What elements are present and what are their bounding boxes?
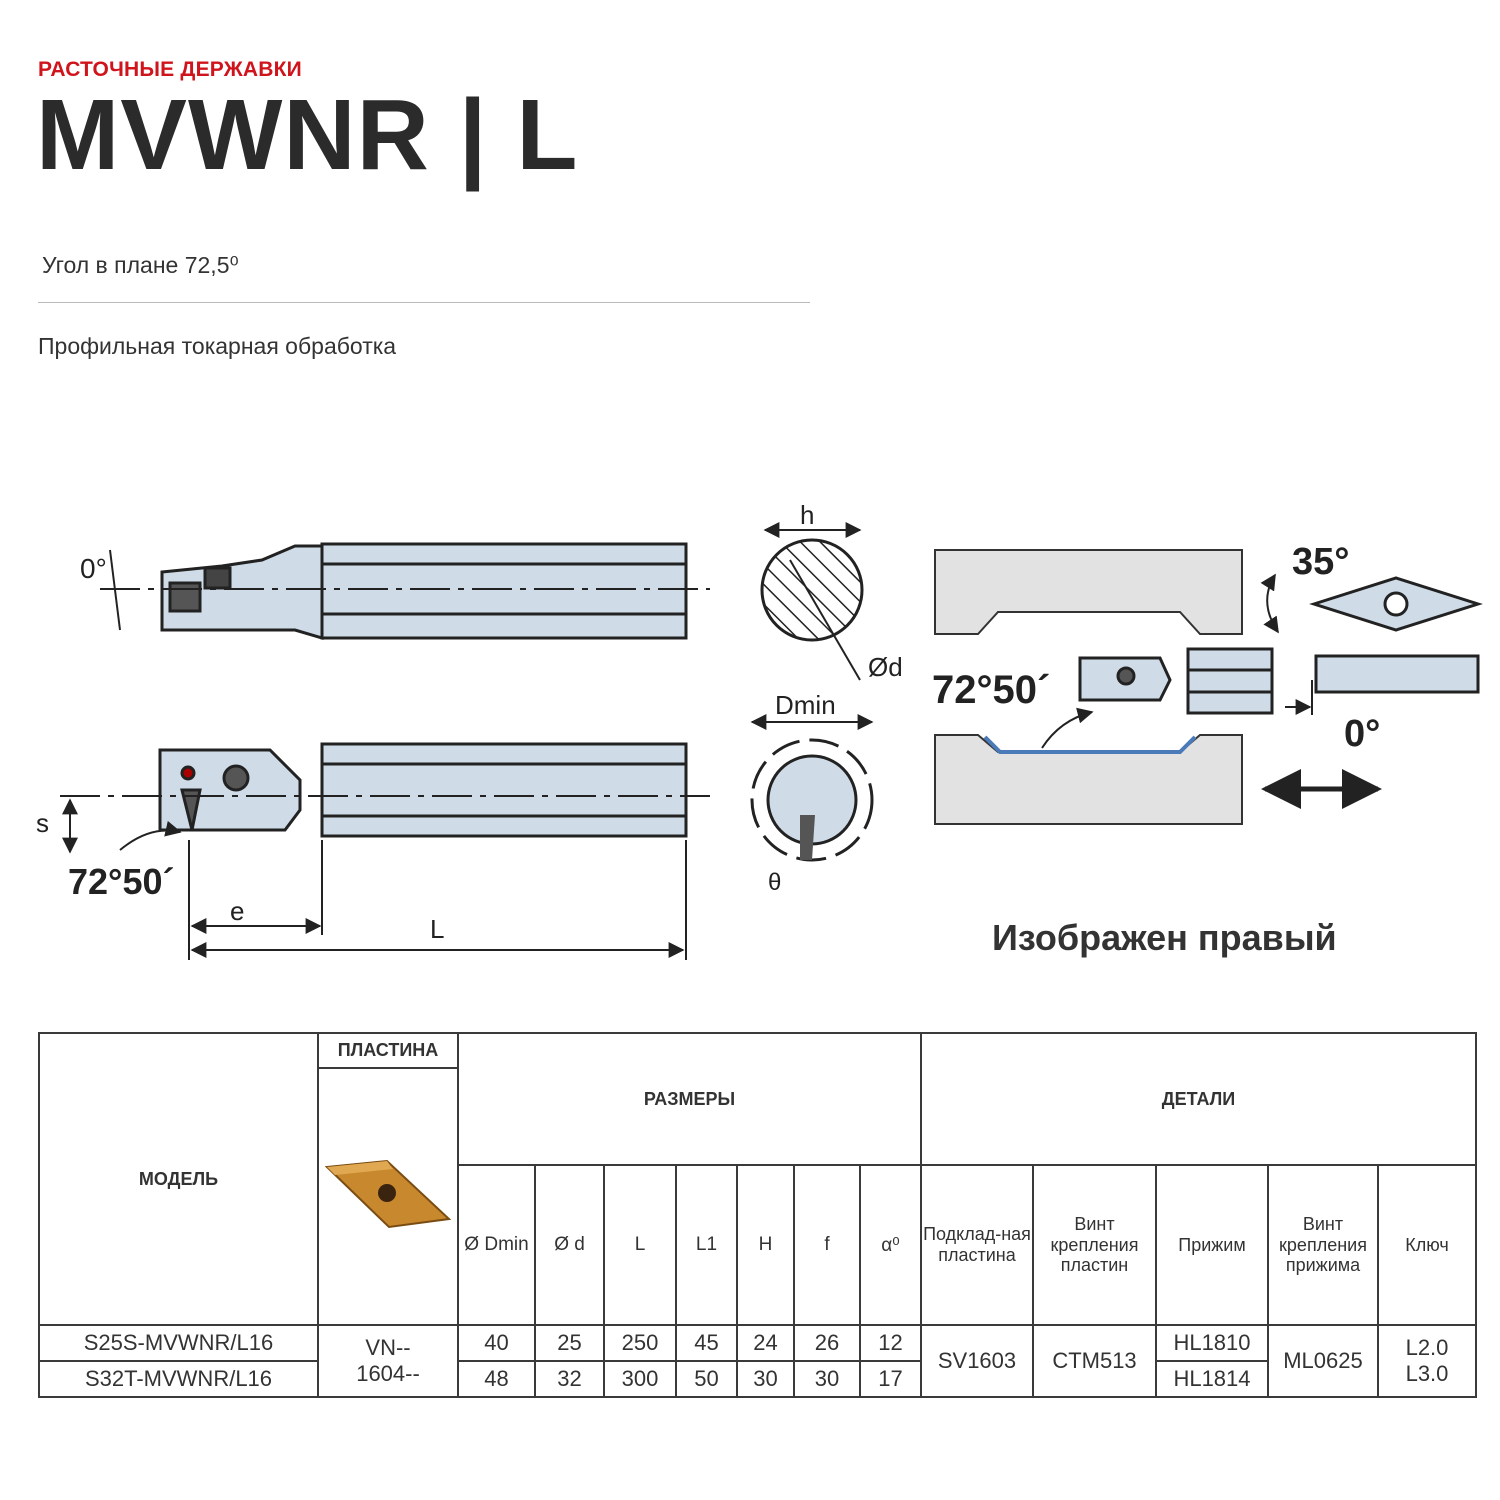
- row-1-key: L2.0: [1405, 1335, 1449, 1360]
- insert-angle-label: 35°: [1292, 541, 1349, 583]
- insert-code-2: 1604--: [356, 1361, 420, 1386]
- cross-section: [760, 538, 864, 642]
- d-label: Ød: [868, 652, 903, 682]
- row-1-L: 250: [603, 1324, 677, 1362]
- row-2-L1: 50: [675, 1360, 738, 1398]
- rake-angle-label: 0°: [1344, 713, 1380, 755]
- tool-top-view: [160, 542, 688, 641]
- insert-screw-value: CTM513: [1032, 1324, 1157, 1398]
- insert-header: ПЛАСТИНА: [317, 1032, 459, 1069]
- shim-value: SV1603: [920, 1324, 1034, 1398]
- category-label: РАСТОЧНЫЕ ДЕРЖАВКИ: [38, 58, 302, 81]
- row-1-d: 25: [534, 1324, 605, 1362]
- angle-arc-2: [1041, 707, 1094, 749]
- row-2-L: 300: [603, 1360, 677, 1398]
- technical-drawing: 0° s 72°50´ e L h Ød Dmin θ 72°50´: [36, 500, 1483, 960]
- spec-table: МОДЕЛЬ ПЛАСТИНА РАЗМЕРЫ ДЕТАЛИ Ø Dmin Ø …: [38, 1032, 1477, 1398]
- row-2-clamp: HL1814: [1155, 1360, 1269, 1398]
- insert-angle-arc: [1260, 573, 1279, 634]
- col-L1: L1: [675, 1164, 738, 1326]
- model-header: МОДЕЛЬ: [38, 1032, 319, 1326]
- insert-image-cell: [317, 1067, 459, 1326]
- s-label: s: [36, 808, 49, 838]
- e-label: e: [230, 896, 244, 926]
- insert-image: [324, 1159, 452, 1228]
- row-2-key: L3.0: [1405, 1361, 1449, 1386]
- row-1-clamp: HL1810: [1155, 1324, 1269, 1362]
- insert-angle-2-label: 72°50´: [932, 668, 1050, 712]
- details-header: ДЕТАЛИ: [920, 1032, 1477, 1166]
- main-angle-label: 72°50´: [68, 861, 174, 902]
- insert-hole: [1383, 591, 1409, 617]
- L-label: L: [430, 914, 444, 944]
- insert-profile: [800, 815, 815, 860]
- page-title: MVWNR | L: [36, 79, 579, 191]
- tool-in-bore: [1078, 647, 1274, 715]
- col-clamp-screw: Винт крепления прижима: [1267, 1164, 1379, 1326]
- row-1-f: 26: [793, 1324, 861, 1362]
- insert-side: [1314, 654, 1480, 694]
- row-2-alpha: 17: [859, 1360, 922, 1398]
- row-1-H: 24: [736, 1324, 795, 1362]
- row-2-dmin: 48: [457, 1360, 536, 1398]
- profile-path: [983, 735, 1197, 754]
- dmin-label: Dmin: [775, 690, 836, 720]
- tool-side-view: [158, 742, 688, 838]
- theta-label: θ: [768, 869, 781, 896]
- row-2-H: 30: [736, 1360, 795, 1398]
- row-1-dmin: 40: [457, 1324, 536, 1362]
- workpiece-top: [934, 549, 1243, 635]
- col-key: Ключ: [1377, 1164, 1477, 1326]
- d-leader: [789, 559, 861, 681]
- row-1-alpha: 12: [859, 1324, 922, 1362]
- row-2-d: 32: [534, 1360, 605, 1398]
- col-dmin: Ø Dmin: [457, 1164, 536, 1326]
- col-d: Ø d: [534, 1164, 605, 1326]
- approach-angle-text: Угол в плане 72,5⁰: [42, 252, 239, 278]
- workpiece-bottom: [934, 734, 1243, 825]
- drawing-caption: Изображен правый: [992, 917, 1337, 958]
- divider: [38, 302, 810, 303]
- top-angle-label: 0°: [80, 553, 107, 584]
- dimensions-header: РАЗМЕРЫ: [457, 1032, 922, 1166]
- row-1-L1: 45: [675, 1324, 738, 1362]
- col-insert-screw: Винт крепления пластин: [1032, 1164, 1157, 1326]
- col-f: f: [793, 1164, 861, 1326]
- col-L: L: [603, 1164, 677, 1326]
- col-shim: Подклад-ная пластина: [920, 1164, 1034, 1326]
- col-H: H: [736, 1164, 795, 1326]
- insert-code: VN--1604--: [317, 1324, 459, 1398]
- row-1-model: S25S-MVWNR/L16: [38, 1324, 319, 1362]
- angle-arc: [119, 820, 182, 851]
- angle-line: [109, 549, 121, 631]
- h-label: h: [800, 500, 814, 530]
- insert-code-1: VN--: [365, 1335, 411, 1360]
- col-alpha: α⁰: [859, 1164, 922, 1326]
- clamp-screw-value: ML0625: [1267, 1324, 1379, 1398]
- row-2-model: S32T-MVWNR/L16: [38, 1360, 319, 1398]
- row-2-f: 30: [793, 1360, 861, 1398]
- subtitle: Профильная токарная обработка: [38, 333, 397, 359]
- col-clamp: Прижим: [1155, 1164, 1269, 1326]
